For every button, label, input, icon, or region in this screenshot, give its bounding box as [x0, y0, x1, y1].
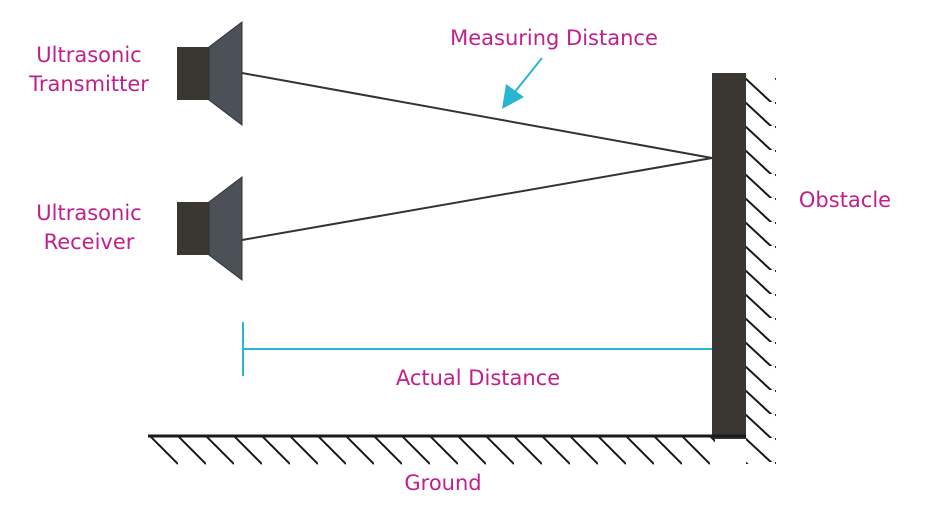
receiver-label-line1: Ultrasonic	[36, 201, 141, 225]
ultrasonic-receiver	[177, 175, 243, 282]
receiver-label-line2: Receiver	[44, 230, 135, 254]
reflected-sound-path	[241, 157, 713, 241]
measuring-distance-arrow	[502, 57, 543, 109]
obstacle-wall	[712, 73, 776, 464]
emitted-sound-path	[241, 72, 713, 159]
obstacle-label: Obstacle	[799, 188, 891, 212]
measuring-distance-label: Measuring Distance	[450, 26, 658, 50]
receiver-cone	[208, 175, 243, 282]
transmitter-cone	[208, 20, 243, 127]
actual-distance-marker	[242, 322, 712, 376]
transmitter-label-line1: Ultrasonic	[36, 43, 141, 67]
ground-surface	[148, 434, 746, 465]
ultrasonic-transmitter	[177, 20, 243, 127]
transmitter-label-line2: Transmitter	[28, 72, 149, 96]
actual-distance-label: Actual Distance	[396, 366, 560, 390]
ground-label: Ground	[404, 471, 481, 495]
transmitter-body	[177, 47, 209, 100]
receiver-body	[177, 202, 209, 255]
